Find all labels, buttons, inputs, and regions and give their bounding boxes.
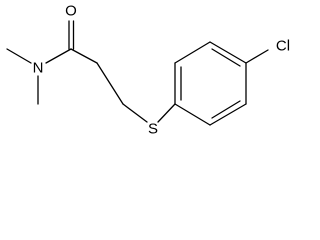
ring-double-inner-3: [211, 100, 241, 119]
ring-bond-5: [209, 103, 247, 126]
bond-ch2-s: [122, 103, 148, 123]
bond-carbonyl-ch2: [70, 48, 98, 64]
atom-label-sulfur: S: [148, 121, 158, 138]
bond-s-aryl: [157, 103, 176, 123]
atom-label-oxygen: O: [65, 3, 77, 20]
ring-bond-3: [209, 41, 247, 64]
chemical-structure: O N S Cl: [6, 3, 290, 138]
atom-label-nitrogen: N: [33, 60, 44, 77]
bond-n-carbonyl: [45, 48, 72, 64]
ring-bond-2: [174, 41, 211, 64]
bond-ch2-ch2: [96, 62, 124, 105]
bond-aryl-cl: [245, 49, 269, 64]
bond-n-methyl-upper: [6, 48, 32, 64]
atom-label-chlorine: Cl: [276, 38, 290, 55]
ring-double-inner-2: [211, 48, 241, 67]
ring-bond-6: [174, 103, 211, 126]
